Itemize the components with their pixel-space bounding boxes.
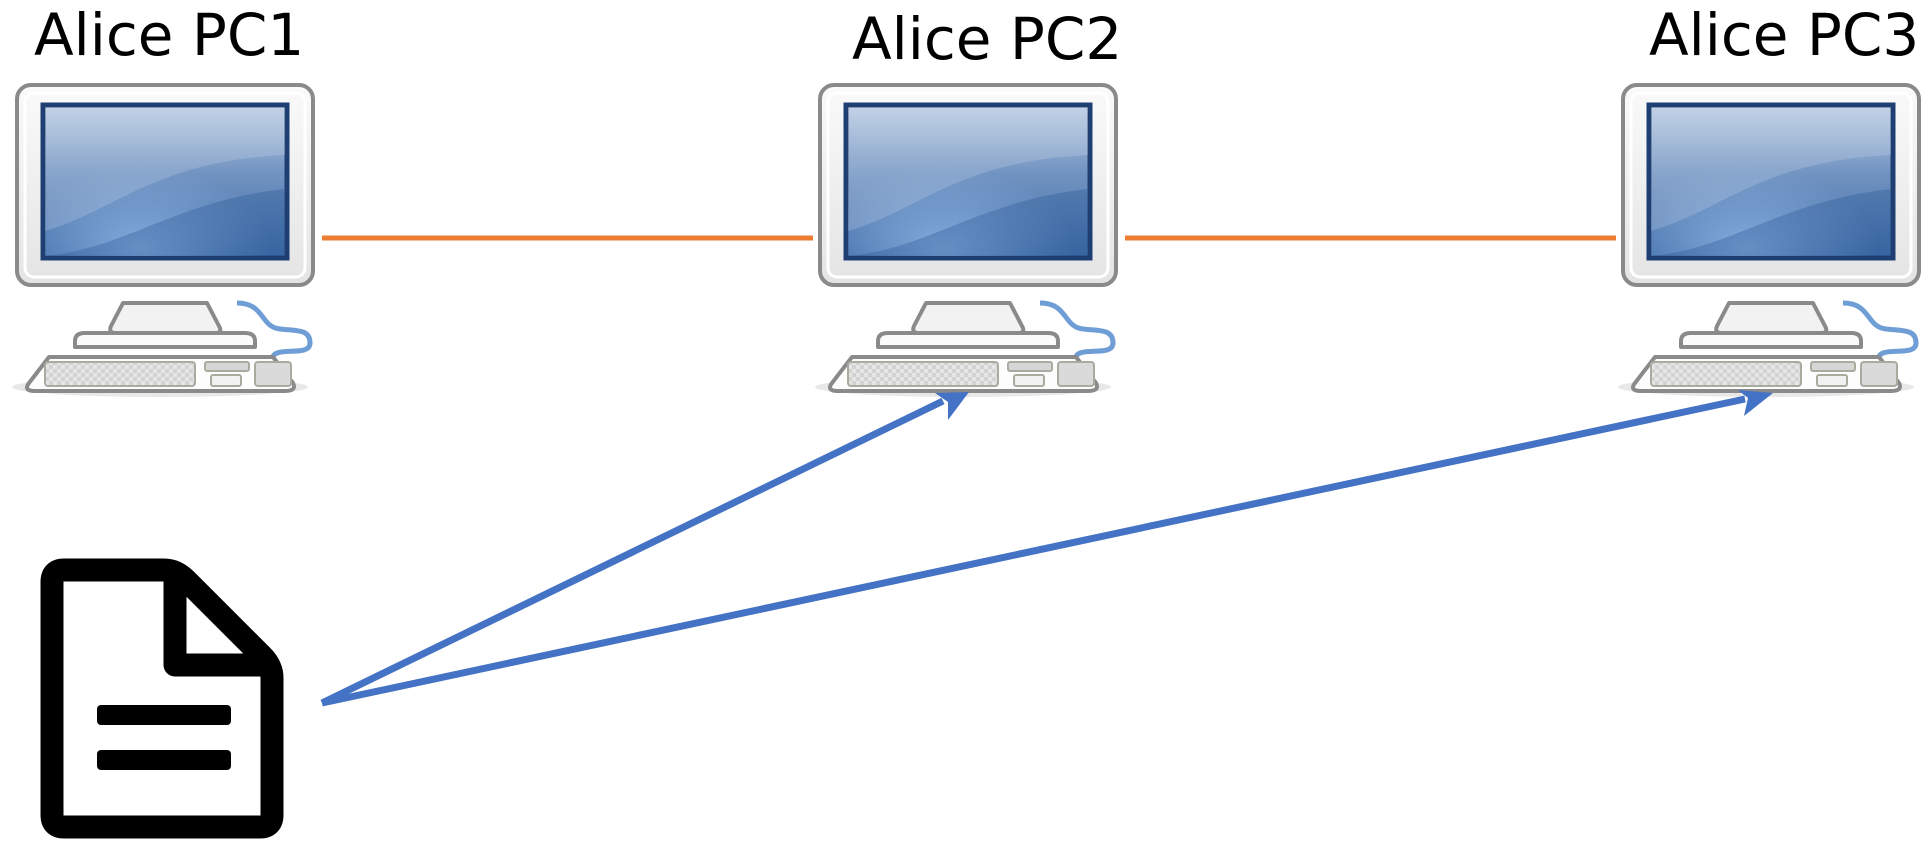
arrow-head-pc3	[1738, 390, 1773, 416]
node-label-pc2: Alice PC2	[852, 5, 1123, 73]
transfer-arrows	[320, 390, 1773, 707]
node-label-pc1: Alice PC1	[34, 1, 305, 69]
arrow-doc-to-pc3	[321, 395, 1746, 707]
arrow-head-pc2	[935, 392, 969, 420]
desktop-computer-icon	[1618, 85, 1919, 397]
document-icon	[40, 558, 284, 839]
arrow-doc-to-pc2	[320, 397, 945, 707]
desktop-computer-icon	[12, 85, 313, 397]
desktop-computer-icon	[815, 85, 1116, 397]
node-label-pc3: Alice PC3	[1649, 1, 1920, 69]
